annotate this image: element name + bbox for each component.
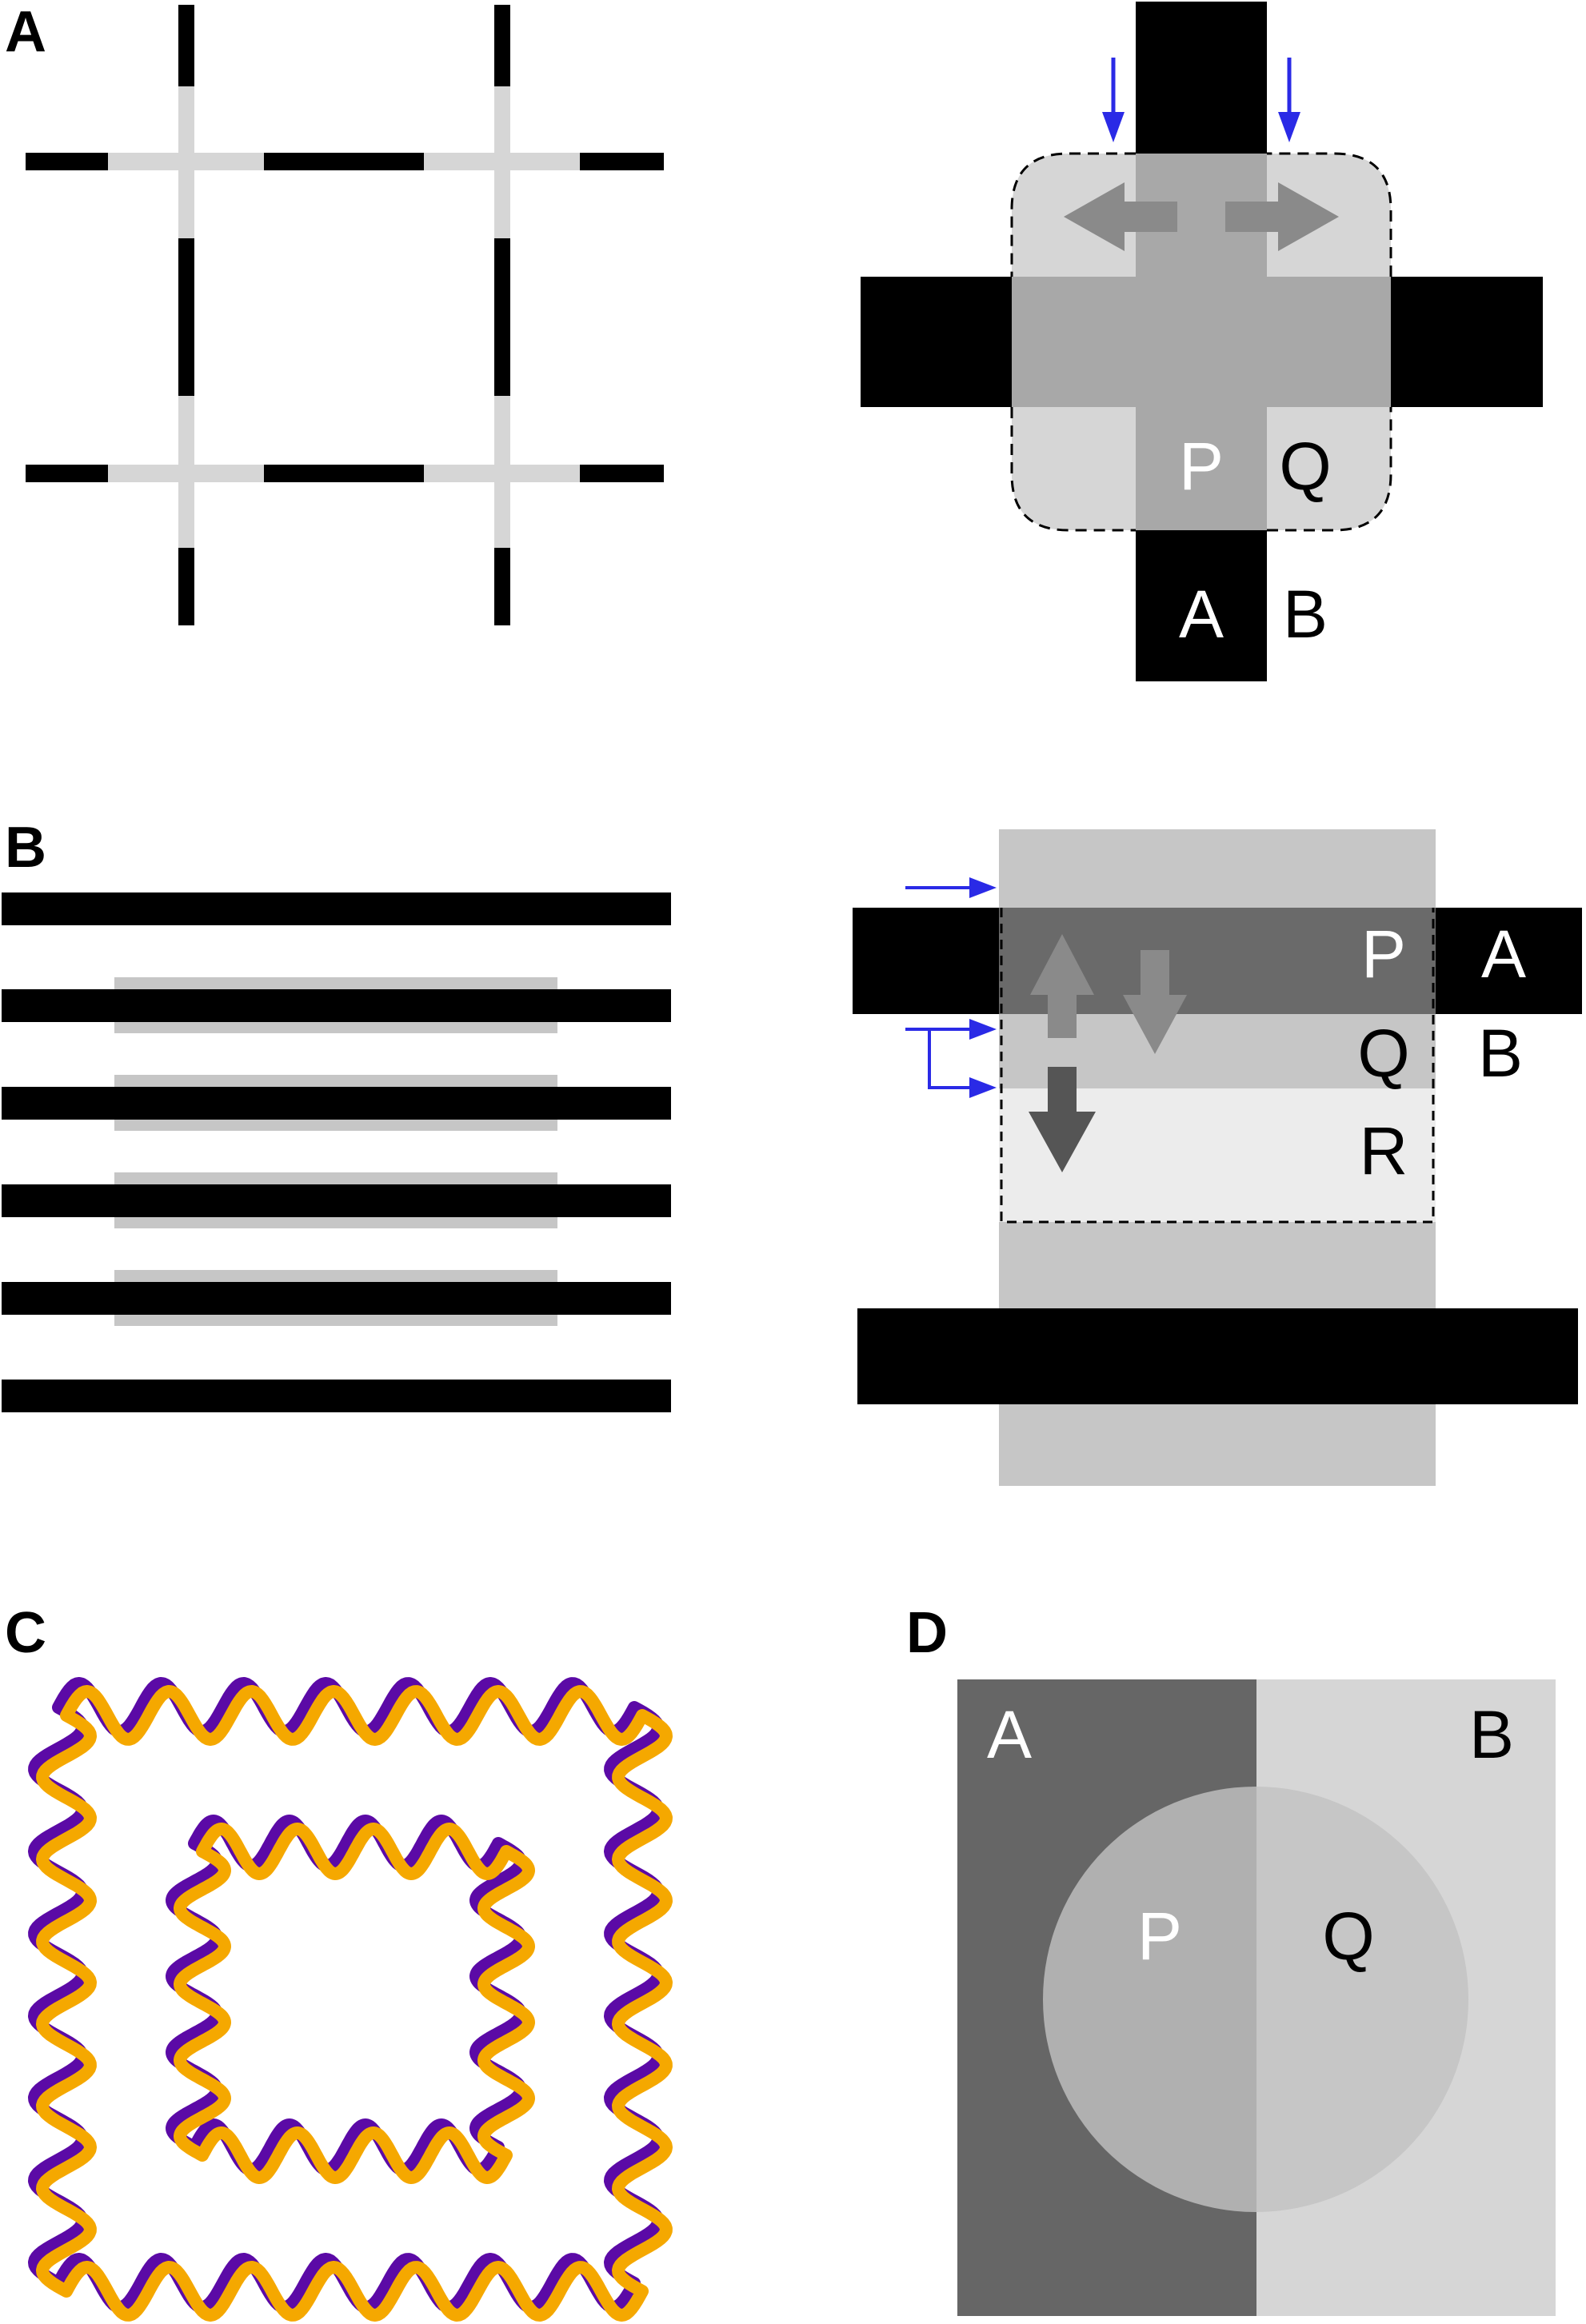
panel-a-letter: A: [5, 0, 46, 64]
panel-d-letter: D: [906, 1601, 948, 1665]
arrow-down-icon: [1123, 950, 1187, 1054]
panel-b: B: [2, 816, 1582, 1486]
blue-arrow-down-icon: [1278, 112, 1300, 142]
black-bar-left: [853, 908, 999, 1014]
region-p: [1043, 1787, 1256, 2212]
black-stripe: [2, 892, 671, 925]
black-bar-right: [1436, 908, 1582, 1014]
label-q: Q: [1279, 429, 1331, 504]
panel-d: D A B P Q: [906, 1601, 1556, 2316]
arrow-down-dark-icon: [1029, 1067, 1096, 1172]
black-stripe: [2, 1380, 671, 1412]
black-stripe: [2, 1087, 671, 1120]
panel-c-letter: C: [5, 1601, 46, 1665]
arrow-right-icon: [1225, 182, 1339, 251]
blue-arrow-right-icon: [969, 1019, 997, 1040]
blue-arrow-down-icon: [1102, 112, 1125, 142]
label-q: Q: [1322, 1899, 1374, 1974]
outer-wavy-square-yellow: [36, 1685, 673, 2322]
arrow-up-icon: [1030, 934, 1094, 1038]
blue-arrow-right-icon: [969, 877, 997, 898]
dashed-boundary: [1000, 908, 1435, 1224]
junction-gray-v: [178, 86, 194, 238]
junction-gray-v: [494, 86, 510, 238]
region-q: [1256, 1787, 1468, 2212]
label-q: Q: [1357, 1016, 1409, 1091]
dashed-boundary-bottom: [1010, 407, 1392, 532]
black-stripe: [2, 1282, 671, 1315]
blue-arrows: [905, 877, 997, 1098]
blue-arrows: [1102, 58, 1300, 142]
black-stripe: [2, 989, 671, 1022]
panel-a-grid: [26, 5, 664, 625]
label-p: P: [1361, 916, 1406, 992]
blue-arrow-right-icon: [969, 1077, 997, 1098]
dashed-boundary-top: [1010, 152, 1392, 277]
outer-wavy-square-purple: [28, 1677, 665, 2314]
label-b: B: [1469, 1697, 1514, 1772]
black-stripe: [2, 1184, 671, 1217]
junction-gray-v: [494, 396, 510, 548]
label-b: B: [1283, 577, 1328, 652]
junction-gray-v: [178, 396, 194, 548]
label-a: A: [1179, 577, 1224, 652]
label-p: P: [1179, 429, 1224, 504]
panel-b-letter: B: [5, 816, 46, 880]
cross-gray-horizontal: [1012, 277, 1391, 407]
black-bar-bottom: [857, 1308, 1578, 1404]
label-r: R: [1360, 1113, 1408, 1188]
panel-c-wavy-squares: [28, 1677, 673, 2322]
label-b: B: [1478, 1016, 1523, 1091]
panel-a-junction-detail: P Q A B: [861, 2, 1543, 681]
label-a: A: [987, 1697, 1032, 1772]
panel-b-detail: P A Q B R: [853, 829, 1582, 1486]
panel-a: A: [5, 0, 1543, 681]
label-a: A: [1481, 916, 1526, 992]
panel-b-stripes: [2, 892, 671, 1412]
inner-wavy-square-yellow: [174, 1823, 535, 2184]
blue-arrow-bracket-icon: [928, 1029, 976, 1089]
panel-c: C: [5, 1601, 673, 2322]
arrow-left-icon: [1064, 182, 1177, 251]
label-p: P: [1137, 1899, 1182, 1974]
